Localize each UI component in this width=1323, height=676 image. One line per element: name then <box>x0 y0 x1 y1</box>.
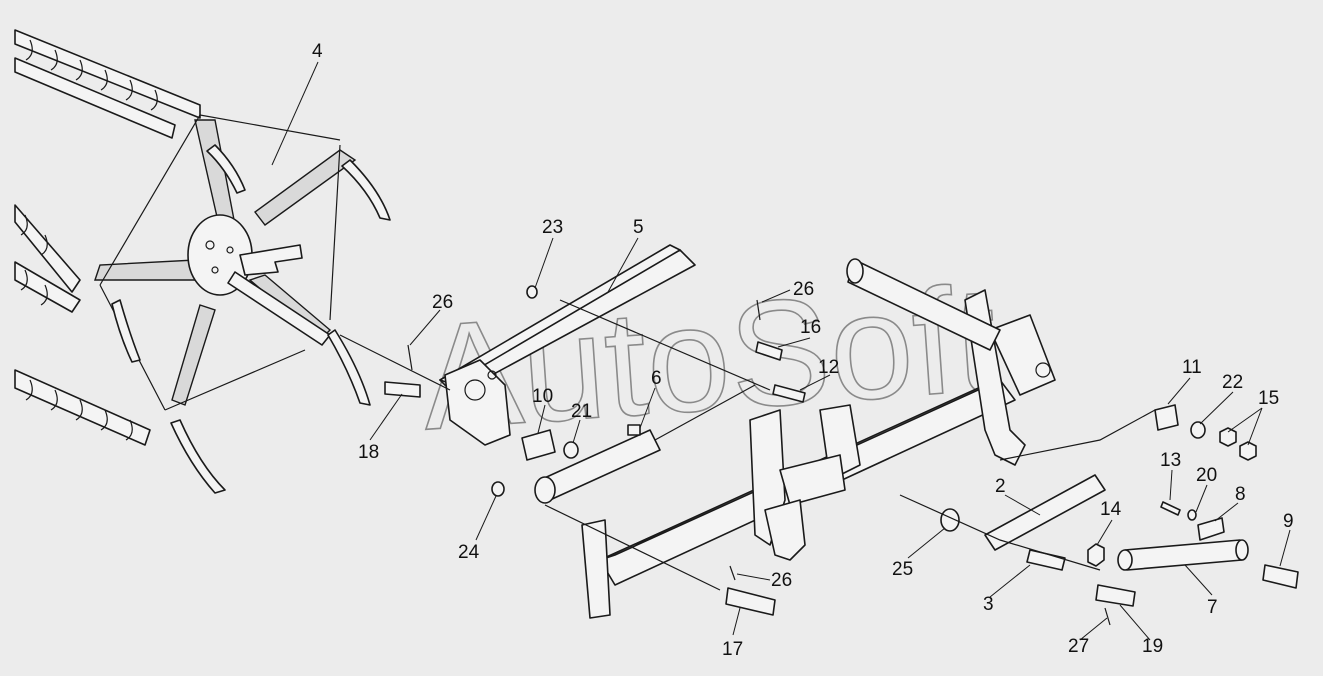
callout-26: 26 <box>793 279 814 300</box>
beam-5 <box>439 244 696 446</box>
callout-9: 9 <box>1283 511 1294 532</box>
callout-22: 22 <box>1222 372 1243 393</box>
callout-12: 12 <box>818 357 839 378</box>
callout-20: 20 <box>1196 465 1217 486</box>
leader-lines <box>271 61 1291 641</box>
callout-13: 13 <box>1160 450 1181 471</box>
cylinder-6 <box>534 384 756 504</box>
callout-21: 21 <box>571 401 592 422</box>
center-brackets <box>749 404 861 561</box>
cylinder-7 <box>1117 539 1249 571</box>
callout-15: 15 <box>1258 388 1279 409</box>
callout-8: 8 <box>1235 484 1246 505</box>
callout-4: 4 <box>312 41 323 62</box>
callout-6: 6 <box>651 368 662 389</box>
callout-17: 17 <box>722 639 743 660</box>
callout-14: 14 <box>1100 499 1122 520</box>
callout-5: 5 <box>633 217 644 238</box>
callout-18: 18 <box>358 442 379 463</box>
reel-assembly <box>14 29 391 494</box>
callout-26: 26 <box>771 570 792 591</box>
callout-3: 3 <box>983 594 994 615</box>
callout-24: 24 <box>458 542 480 563</box>
callout-23: 23 <box>542 217 563 238</box>
callout-16: 16 <box>800 317 821 338</box>
arm-2 <box>984 474 1106 551</box>
callout-10: 10 <box>532 386 553 407</box>
small-parts <box>384 285 1299 626</box>
callout-11: 11 <box>1182 357 1202 378</box>
callout-26: 26 <box>432 292 453 313</box>
callout-25: 25 <box>892 559 913 580</box>
callout-27: 27 <box>1068 636 1089 657</box>
callout-labels: 4 23 5 26 26 16 12 6 10 21 18 24 11 22 1… <box>312 41 1294 660</box>
callout-2: 2 <box>995 476 1006 497</box>
callout-7: 7 <box>1207 597 1218 618</box>
callout-19: 19 <box>1142 636 1163 657</box>
